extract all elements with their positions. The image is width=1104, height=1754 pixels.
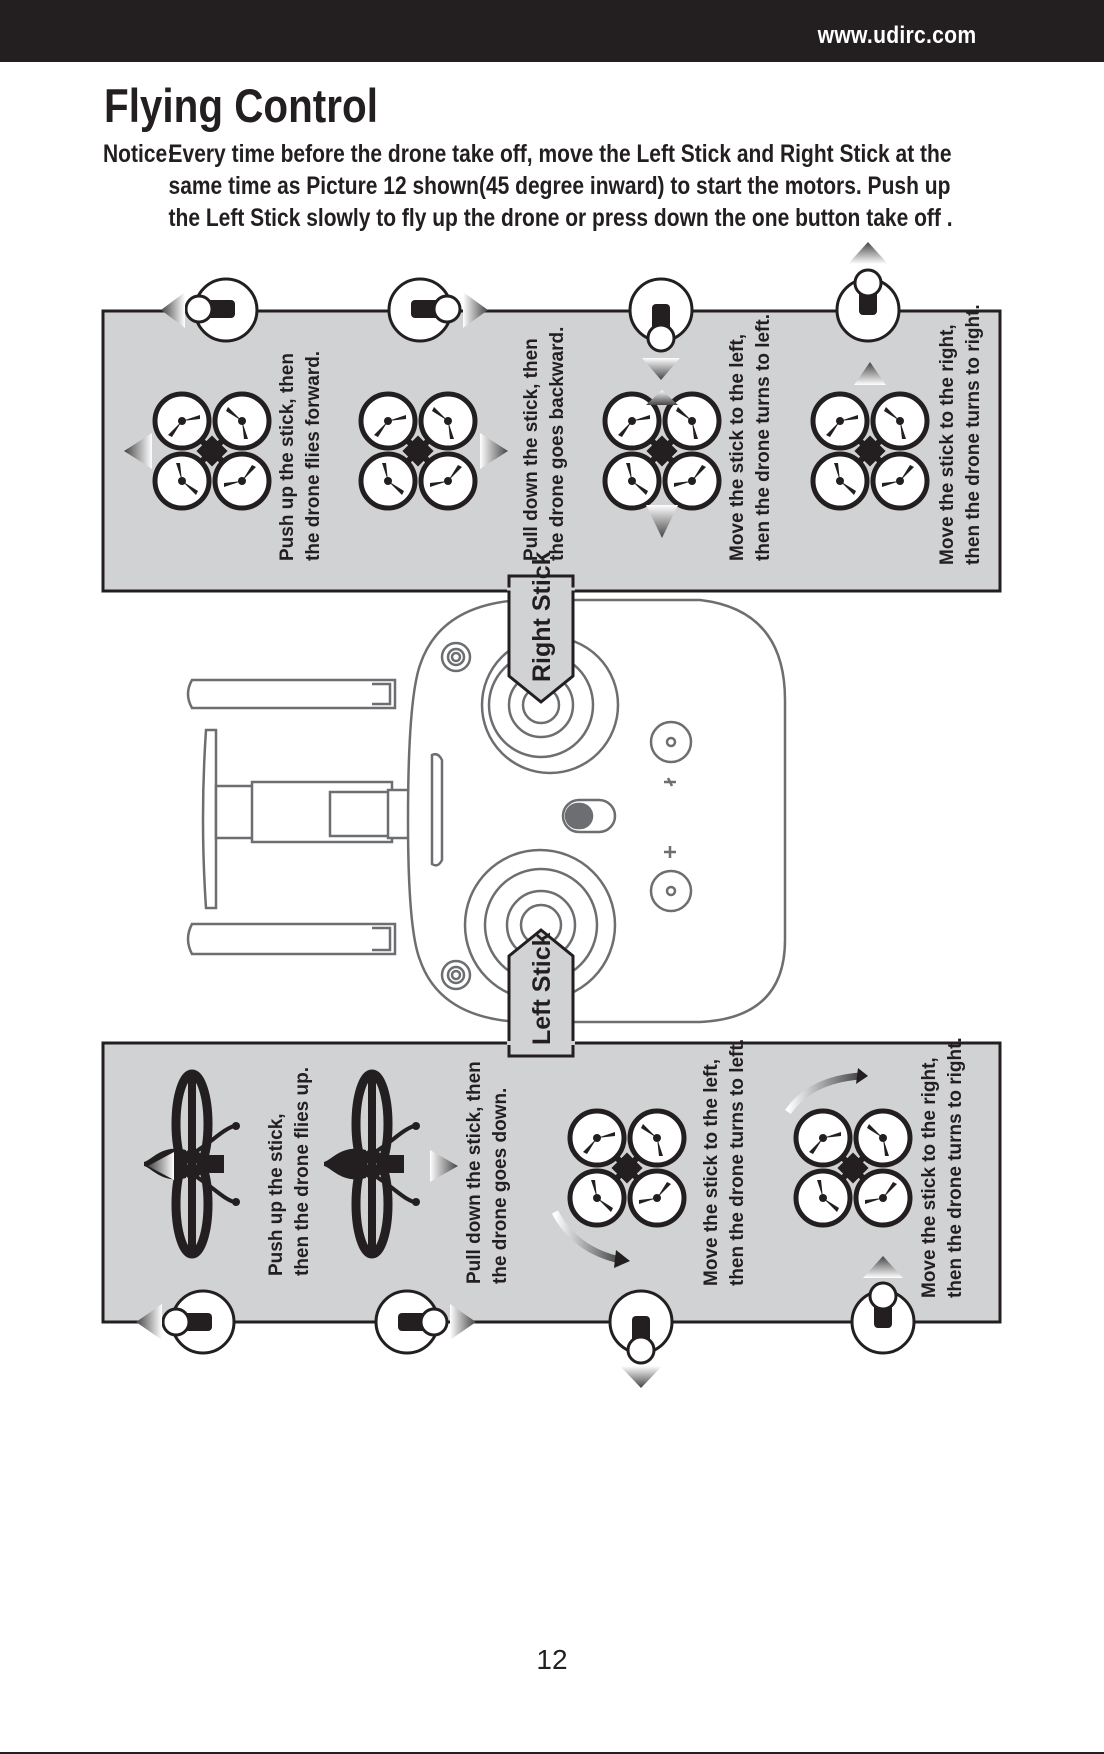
svg-text:Push up the stick, then: Push up the stick, then (277, 353, 298, 561)
svg-text:Pull down the stick, then: Pull down the stick, then (521, 338, 542, 561)
svg-text:Left Stick: Left Stick (528, 932, 556, 1045)
website-url[interactable]: www.udirc.com (817, 22, 976, 49)
caption-go-down: Pull down the stick, then the drone goes… (464, 1061, 511, 1284)
svg-text:Move the stick to the left,: Move the stick to the left, (727, 334, 748, 561)
caption-fly-up: Push up the stick, then the drone flies … (266, 1067, 313, 1276)
remote-controller (186, 598, 787, 1024)
left-stick-label-tab: Left Stick (507, 928, 575, 1058)
caption-left-turn-right-stick: Move the stick to the left, then the dro… (727, 314, 774, 561)
drone-down-icon (324, 1074, 458, 1254)
right-stick-panel (101, 309, 1002, 593)
drone-rotate-right-icon (785, 1068, 910, 1225)
page-number: 12 (536, 1644, 568, 1675)
notice-paragraph: Notice: Every time before the drone take… (103, 138, 977, 234)
drone-rotate-left-icon (551, 1111, 684, 1268)
caption-right-turn-right-stick: Move the stick to the right, then the dr… (937, 304, 984, 565)
left-stick-panel (101, 1041, 1002, 1324)
left-stick-right-icon (850, 1256, 916, 1355)
drone-rise-icon (605, 390, 719, 538)
svg-text:Move the stick to the right,: Move the stick to the right, (937, 324, 958, 565)
svg-text:then the drone turns to left.: then the drone turns to left. (753, 314, 774, 561)
svg-text:then the drone turns to right.: then the drone turns to right. (945, 1037, 966, 1298)
stick-left-icon (628, 277, 694, 380)
stick-pull-down-icon (387, 277, 488, 343)
svg-text:Right Stick: Right Stick (528, 551, 556, 682)
svg-text:then the drone turns to right.: then the drone turns to right. (963, 304, 984, 565)
svg-text:the drone goes down.: the drone goes down. (490, 1088, 511, 1284)
svg-text:the drone flies forward.: the drone flies forward. (303, 351, 324, 561)
drone-up-icon (144, 1074, 240, 1254)
page-title: Flying Control (104, 79, 378, 132)
svg-text:Move the stick to the right,: Move the stick to the right, (919, 1057, 940, 1298)
notice-text: Every time before the drone take off, mo… (168, 140, 953, 232)
caption-backward: Pull down the stick, then the drone goes… (521, 327, 568, 561)
stick-push-up-icon (161, 277, 259, 343)
svg-text:Push up the stick,: Push up the stick, (266, 1113, 287, 1276)
right-stick-label-tab: Right Stick (507, 551, 575, 704)
left-stick-push-up-icon (136, 1289, 236, 1355)
svg-text:the drone goes backward.: the drone goes backward. (547, 327, 568, 561)
left-stick-left-icon (608, 1289, 674, 1388)
svg-text:Move the stick to the left,: Move the stick to the left, (701, 1059, 722, 1286)
svg-text:Pull down the stick, then: Pull down the stick, then (464, 1061, 485, 1284)
stick-right-icon (835, 242, 901, 343)
caption-forward: Push up the stick, then the drone flies … (277, 351, 324, 561)
caption-right-turn-left-stick: Move the stick to the right, then the dr… (919, 1037, 966, 1298)
notice-label: Notice: (103, 140, 175, 168)
drone-forward-icon (124, 394, 269, 508)
svg-text:then the drone flies up.: then the drone flies up. (292, 1067, 313, 1276)
flying-control-diagram: Push up the stick, then the drone flies … (101, 242, 1002, 1388)
drone-right-turn-icon (813, 362, 927, 508)
caption-left-turn-left-stick: Move the stick to the left, then the dro… (701, 1039, 748, 1286)
drone-backward-icon (361, 394, 508, 508)
svg-text:then the drone turns to left.: then the drone turns to left. (727, 1039, 748, 1286)
header-bar (0, 0, 1104, 62)
bottom-rule (0, 1752, 1104, 1754)
left-stick-pull-down-icon (374, 1289, 476, 1355)
